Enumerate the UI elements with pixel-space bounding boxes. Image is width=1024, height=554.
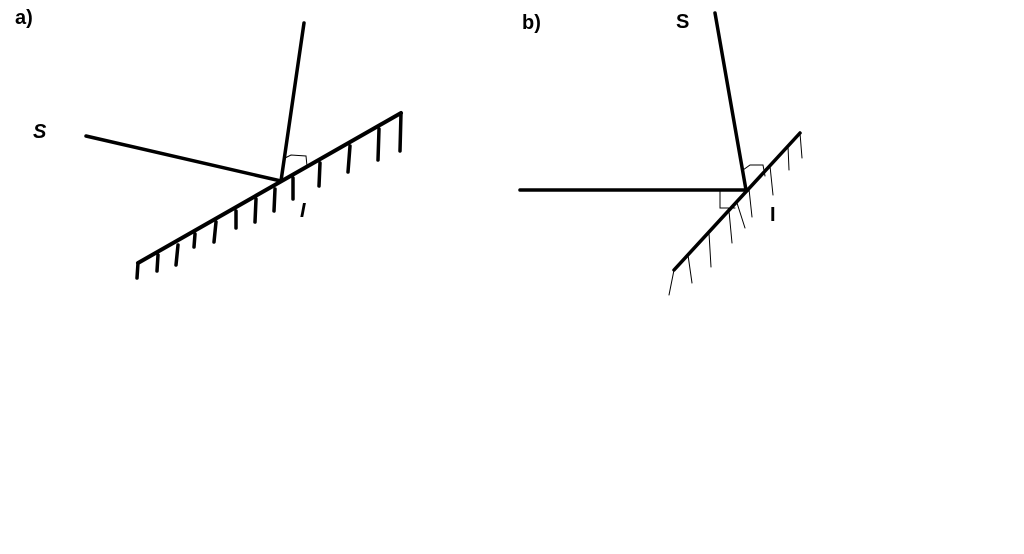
panel-b-ray-from-s — [713, 11, 748, 192]
panel-b-mirror-hatching — [668, 132, 803, 296]
panel-a-source-label: S — [33, 121, 47, 143]
panel-b-right-angle-marker-lower — [719, 190, 736, 209]
panel-b-figure — [518, 11, 803, 296]
panel-a-incident-ray — [84, 134, 283, 183]
panel-a-point-label: I — [300, 200, 306, 222]
panel-a-figure — [84, 21, 403, 280]
panel-a-label: a) — [15, 7, 33, 29]
panel-a-mirror — [136, 111, 403, 265]
panel-b-right-angle-marker-upper — [742, 164, 766, 177]
panel-a-second-ray — [279, 21, 306, 183]
panel-b-mirror — [672, 131, 802, 272]
panel-b-label: b) — [522, 12, 541, 34]
panel-a-right-angle-marker — [284, 154, 308, 167]
panel-b-point-label: I — [770, 204, 776, 226]
panel-a-mirror-hatching — [135, 111, 403, 280]
panel-b-source-label: S — [676, 11, 690, 33]
